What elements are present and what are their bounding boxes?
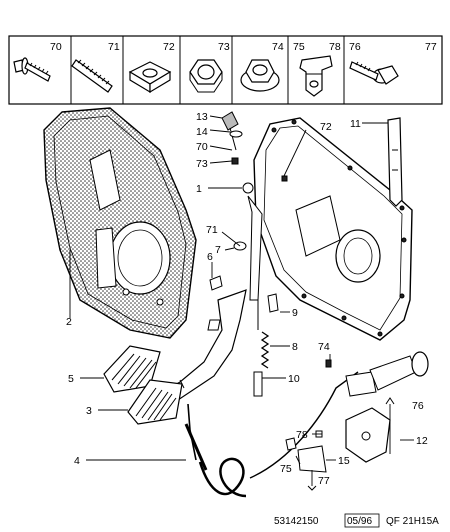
washer-14: [229, 130, 243, 138]
callout-3: 3: [86, 405, 92, 417]
brake-pedal-pad-3: [127, 379, 183, 425]
callout-4: 4: [74, 455, 80, 467]
pedal-bracket: [242, 117, 413, 341]
stop-9: [267, 293, 279, 313]
date-box: [344, 513, 380, 528]
callout-77: 77: [318, 475, 330, 487]
callout-7: 7: [215, 244, 221, 256]
legend-ref-71: 71: [108, 41, 120, 53]
callout-1: 1: [196, 183, 202, 195]
callout-13: 13: [196, 111, 208, 123]
square-nut-icon: [128, 61, 172, 94]
hex-nut-icon: [189, 59, 223, 93]
legend-ref-72: 72: [163, 41, 175, 53]
legend-ref-78: 78: [329, 41, 341, 53]
callout-75: 75: [280, 463, 292, 475]
legend-ref-77: 77: [425, 41, 437, 53]
drawing-footer: 53142150 05/96 QF 21H15A: [274, 513, 439, 528]
flange-bolt-icon: [13, 57, 51, 82]
callout-6: 6: [207, 251, 213, 263]
pivot-hardware: [209, 111, 332, 368]
callout-8: 8: [292, 341, 298, 353]
leader-lines: [69, 115, 414, 486]
callout-78: 78: [296, 429, 308, 441]
pin-6: [209, 275, 223, 291]
clutch-pedal-pad-5: [103, 345, 161, 393]
callout-11: 11: [350, 118, 361, 130]
threaded-stud-icon: [71, 59, 113, 93]
pedal-assembly: [103, 289, 270, 425]
callout-5: 5: [68, 373, 74, 385]
callout-71: 71: [206, 224, 218, 236]
callout-74: 74: [318, 341, 330, 353]
callout-70: 70: [196, 141, 208, 153]
soundproofing-panel: [43, 107, 197, 339]
nut-72: [281, 175, 288, 182]
nut-73: [231, 157, 239, 165]
legend-ref-70: 70: [50, 41, 62, 53]
nut-74: [325, 359, 332, 368]
clutch-cable-4: [184, 351, 429, 498]
legend-ref-75: 75: [293, 41, 305, 53]
callout-72: 72: [320, 121, 332, 133]
callout-15: 15: [338, 455, 350, 467]
callout-10: 10: [288, 373, 300, 385]
drawing-code: QF 21H15A: [386, 516, 439, 527]
callout-labels: 13 14 70 73 1 72 11 2 71 7 6 9 8 74 10 5…: [66, 111, 428, 487]
pivot-bolt-13: [221, 111, 239, 131]
callout-76: 76: [412, 400, 424, 412]
clip-icon: [299, 55, 333, 97]
legend-ref-74: 74: [272, 41, 284, 53]
switch-rod-11: [387, 117, 403, 207]
pushrod-10: [253, 371, 263, 397]
legend-ref-73: 73: [218, 41, 230, 53]
callout-2: 2: [66, 316, 72, 328]
callout-73: 73: [196, 158, 208, 170]
callout-14: 14: [196, 126, 208, 138]
bracket-studs: [271, 119, 407, 337]
legend-ref-76: 76: [349, 41, 361, 53]
callout-9: 9: [292, 307, 298, 319]
shouldered-bolt-icon: [349, 61, 399, 85]
flange-nut-icon: [240, 59, 280, 92]
drawing-ref-number: 53142150: [274, 516, 319, 527]
return-spring-8: [260, 331, 270, 369]
callout-12: 12: [416, 435, 428, 447]
drawing-date: 05/96: [347, 516, 372, 527]
fastener-legend: 70 71 72 73 74 75 78 76 77: [8, 35, 443, 105]
